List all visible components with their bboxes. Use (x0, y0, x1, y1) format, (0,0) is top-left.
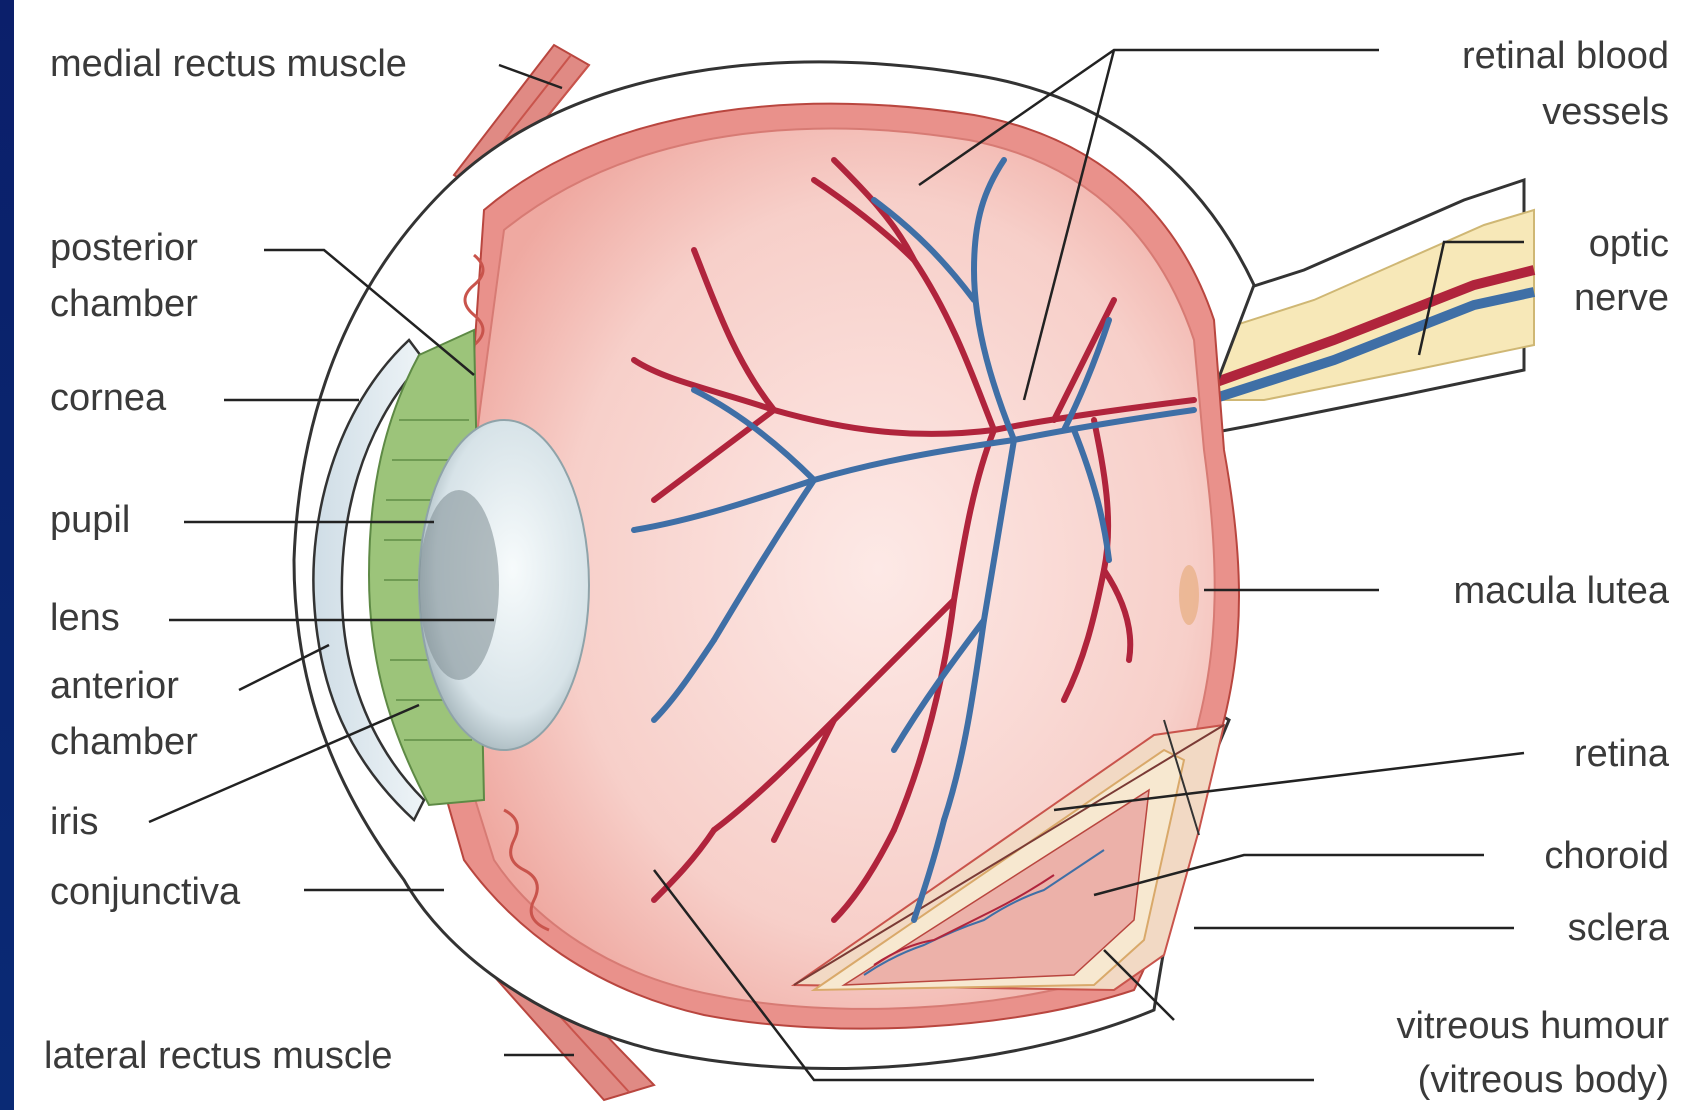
label-macula-lutea: macula lutea (1454, 565, 1669, 617)
label-retina: retina (1574, 728, 1669, 780)
label-vitreous-humour-line1: vitreous humour (1397, 1000, 1669, 1052)
macula-lutea (1179, 565, 1199, 625)
label-medial-rectus-muscle: medial rectus muscle (50, 38, 407, 90)
label-vitreous-humour-line2: (vitreous body) (1418, 1054, 1669, 1106)
label-iris: iris (50, 796, 99, 848)
label-lens: lens (50, 592, 120, 644)
label-optic-nerve-line2: nerve (1574, 272, 1669, 324)
label-choroid: choroid (1544, 830, 1669, 882)
eye-diagram (14, 0, 1683, 1110)
label-anterior-chamber-line1: anterior (50, 660, 179, 712)
label-anterior-chamber-line2: chamber (50, 716, 198, 768)
label-conjunctiva: conjunctiva (50, 866, 240, 918)
diagram-panel: medial rectus muscle posterior chamber c… (14, 0, 1683, 1110)
label-cornea: cornea (50, 372, 166, 424)
pupil (419, 490, 499, 680)
label-sclera: sclera (1568, 902, 1669, 954)
label-retinal-blood-vessels-line2: vessels (1542, 86, 1669, 138)
label-retinal-blood-vessels-line1: retinal blood (1462, 30, 1669, 82)
label-optic-nerve-line1: optic (1589, 218, 1669, 270)
label-posterior-chamber-line2: chamber (50, 278, 198, 330)
label-pupil: pupil (50, 494, 130, 546)
label-lateral-rectus-muscle: lateral rectus muscle (44, 1030, 392, 1082)
label-posterior-chamber-line1: posterior (50, 222, 198, 274)
